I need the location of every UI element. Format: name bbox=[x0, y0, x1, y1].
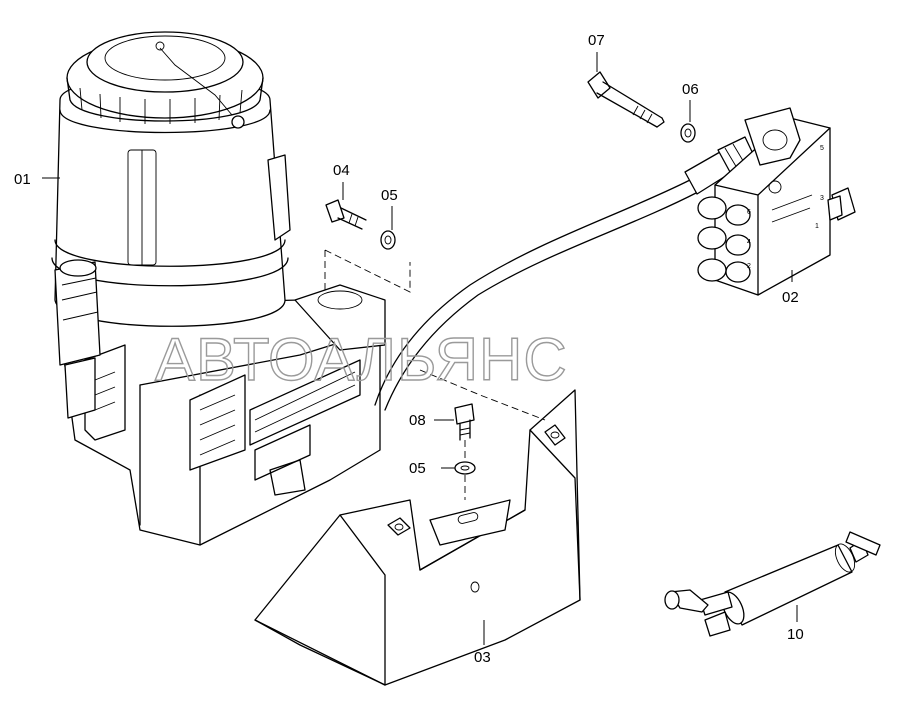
washer bbox=[380, 230, 396, 250]
callout-01: 01 bbox=[14, 171, 31, 188]
pump-unit bbox=[51, 31, 386, 546]
callout-04: 04 bbox=[333, 162, 350, 179]
long-bolt bbox=[587, 71, 665, 128]
callout-08: 08 bbox=[409, 412, 426, 429]
mounting-bracket bbox=[254, 389, 581, 686]
short-bolt bbox=[325, 199, 367, 230]
leader-lines bbox=[42, 52, 798, 645]
port-label: 1 bbox=[815, 223, 819, 230]
hose bbox=[374, 136, 756, 411]
bracket-bolt bbox=[454, 403, 475, 441]
port-label: 5 bbox=[820, 145, 824, 152]
callout-07: 07 bbox=[588, 32, 605, 49]
washer bbox=[680, 123, 696, 143]
grease-gun bbox=[664, 531, 881, 637]
port-label: 3 bbox=[820, 195, 824, 202]
watermark: АВТОАЛЬЯНС bbox=[155, 326, 568, 393]
callout-10: 10 bbox=[787, 626, 804, 643]
washer bbox=[454, 461, 476, 475]
port-label: 2 bbox=[747, 263, 751, 270]
port-label: 6 bbox=[747, 209, 751, 216]
port-label: 4 bbox=[747, 239, 751, 246]
callout-05: 05 bbox=[381, 187, 398, 204]
callout-02: 02 bbox=[782, 289, 799, 306]
callout-06: 06 bbox=[682, 81, 699, 98]
callout-03: 03 bbox=[474, 649, 491, 666]
distributor-block: 6 5 3 4 2 1 bbox=[697, 107, 856, 296]
callout-05: 05 bbox=[409, 460, 426, 477]
callouts: 01 02 03 04 05 06 07 08 05 10 bbox=[14, 32, 804, 666]
